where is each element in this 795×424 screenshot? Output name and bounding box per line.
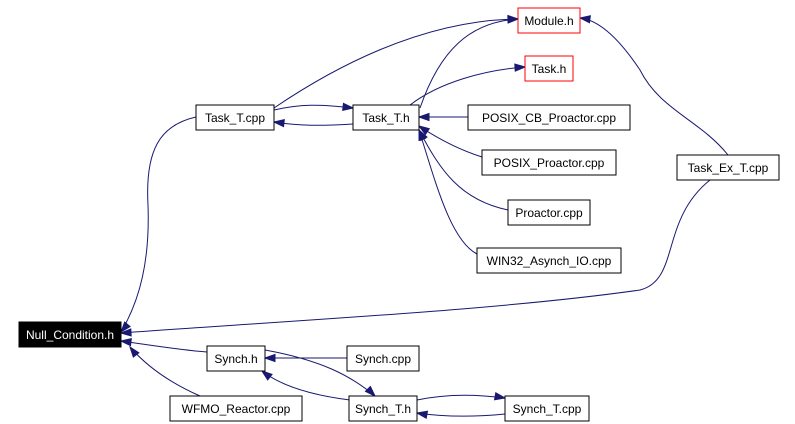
node-synch-t-h[interactable]: Synch_T.h: [348, 395, 418, 422]
edge-synch-t-h-to-synch-h-arrowhead: [260, 370, 273, 381]
edge-synch-h-to-synch-t-h-arrowhead: [364, 385, 377, 398]
edge-win32-asynch-io-to-task-t-h: [418, 129, 478, 255]
edge-task-t-h-to-module-h: [419, 18, 519, 109]
edge-task-t-cpp-to-null-condition: [120, 116, 197, 333]
edge-posix-proactor-to-task-t-h-arrowhead: [417, 125, 431, 136]
edge-task-t-cpp-to-null-condition-arrowhead: [120, 321, 131, 334]
edge-synch-cpp-to-synch-h-arrowhead: [263, 353, 276, 363]
graph-nodes: Null_Condition.h Task_T.cpp Task_T.h Mod…: [18, 7, 780, 422]
node-wfmo-reactor-cpp[interactable]: WFMO_Reactor.cpp: [169, 395, 303, 422]
node-task-t-h[interactable]: Task_T.h: [352, 104, 420, 131]
edge-task-t-h-to-task-t-cpp-arrowhead: [272, 118, 285, 128]
edge-synch-t-h-to-synch-t-cpp-arrowhead: [493, 392, 507, 401]
node-proactor-cpp[interactable]: Proactor.cpp: [507, 199, 591, 226]
edge-wfmo-reactor-to-null-condition-arrowhead: [129, 345, 140, 358]
node-posix-proactor-cpp[interactable]: POSIX_Proactor.cpp: [481, 149, 617, 176]
edge-task-t-h-to-task-h: [409, 66, 526, 106]
node-label-module-h: Module.h: [524, 14, 573, 28]
node-label-task-t-cpp: Task_T.cpp: [205, 111, 265, 125]
edge-task-t-h-to-task-h-arrowhead: [514, 63, 527, 72]
node-label-posix-proactor-cpp: POSIX_Proactor.cpp: [494, 156, 605, 170]
edge-synch-t-cpp-to-synch-t-h: [416, 412, 506, 417]
edge-synch-t-h-to-synch-t-cpp: [416, 394, 506, 401]
edge-task-ex-t-cpp-to-null-condition-arrowhead: [119, 328, 132, 337]
node-label-posix-cb-proactor-cpp: POSIX_CB_Proactor.cpp: [482, 111, 616, 125]
edge-synch-h-to-null-condition-arrowhead: [119, 338, 132, 347]
node-task-h[interactable]: Task.h: [524, 55, 574, 82]
edge-task-ex-t-cpp-to-null-condition: [120, 179, 711, 334]
node-label-task-t-h: Task_T.h: [362, 111, 409, 125]
edge-synch-h-to-synch-t-h: [264, 349, 376, 397]
edge-task-t-h-to-task-t-cpp: [273, 121, 354, 126]
edge-task-ex-t-cpp-to-module-h-arrowhead: [578, 15, 591, 24]
edge-posix-cb-proactor-to-task-t-h-arrowhead: [417, 112, 430, 122]
edge-wfmo-reactor-to-null-condition: [129, 346, 201, 397]
edge-task-t-h-to-module-h-arrowhead: [507, 15, 520, 24]
node-label-proactor-cpp: Proactor.cpp: [515, 206, 583, 220]
edge-task-t-cpp-to-module-h: [273, 18, 519, 109]
edge-synch-t-cpp-to-synch-t-h-arrowhead: [415, 410, 429, 419]
node-label-wfmo-reactor-cpp: WFMO_Reactor.cpp: [182, 402, 291, 416]
node-module-h[interactable]: Module.h: [517, 7, 581, 34]
node-label-synch-t-cpp: Synch_T.cpp: [513, 402, 582, 416]
node-label-null-condition-h: Null_Condition.h: [26, 328, 114, 342]
node-win32-asynch-io-cpp[interactable]: WIN32_Asynch_IO.cpp: [476, 247, 622, 274]
edge-proactor-to-task-t-h: [418, 129, 509, 211]
edge-task-t-cpp-to-task-t-h-arrowhead: [342, 102, 355, 112]
node-posix-cb-proactor-cpp[interactable]: POSIX_CB_Proactor.cpp: [467, 104, 631, 131]
node-label-synch-cpp: Synch.cpp: [355, 352, 411, 366]
node-synch-cpp[interactable]: Synch.cpp: [346, 345, 420, 372]
node-synch-h[interactable]: Synch.h: [206, 345, 266, 372]
node-label-task-ex-t-cpp: Task_Ex_T.cpp: [688, 161, 769, 175]
edge-win32-asynch-io-to-task-t-h-arrowhead: [418, 128, 427, 142]
node-label-win32-asynch-io-cpp: WIN32_Asynch_IO.cpp: [487, 254, 612, 268]
node-task-ex-t-cpp[interactable]: Task_Ex_T.cpp: [676, 154, 780, 181]
graph-edges: [119, 14, 729, 419]
node-label-synch-t-h: Synch_T.h: [355, 402, 411, 416]
node-synch-t-cpp[interactable]: Synch_T.cpp: [504, 395, 590, 422]
edge-task-t-cpp-to-task-t-h: [273, 104, 354, 111]
node-label-synch-h: Synch.h: [214, 352, 257, 366]
edge-task-ex-t-cpp-to-module-h: [579, 17, 729, 156]
node-null-condition-h[interactable]: Null_Condition.h: [18, 321, 122, 348]
node-task-t-cpp[interactable]: Task_T.cpp: [195, 104, 275, 131]
node-label-task-h: Task.h: [532, 62, 567, 76]
